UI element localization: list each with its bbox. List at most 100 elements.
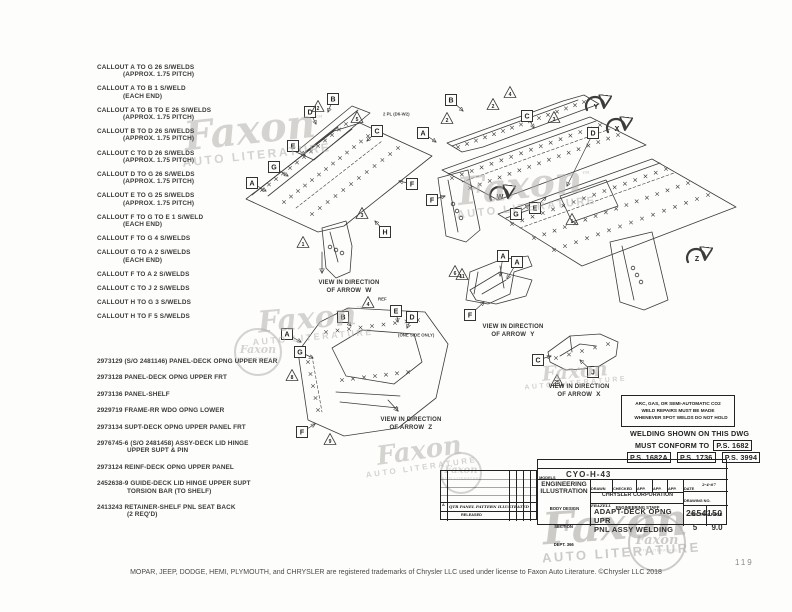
models-value: CYO-H-43 xyxy=(566,470,612,479)
weld-triangle-symbol xyxy=(311,100,325,112)
part-item: 2973128 PANEL-DECK OPNG UPPER FRT xyxy=(97,374,227,382)
weld-triangle-symbol xyxy=(503,86,517,98)
callout-box-d xyxy=(587,127,599,139)
watermark-badge-text: AUTO LITERATURE xyxy=(635,548,679,553)
co2-note-line: WELD REPAIRS MUST BE MADE xyxy=(641,408,715,413)
weld-callout-item: CALLOUT F TO A 2 S/WELDS xyxy=(97,270,190,278)
checked-cell: CHECKED xyxy=(613,479,637,492)
revision-table: A QTR PANEL PATTERN ILLUSTRATED RELEASED xyxy=(440,470,538,521)
callout-box-letter: A xyxy=(514,259,519,266)
weld-triangle-symbol xyxy=(455,268,469,280)
weld-triangle-number: 4 xyxy=(509,92,512,98)
watermark-badge-script: Faxon xyxy=(239,342,277,356)
drawn-value: FRAZELL xyxy=(591,503,612,508)
app-cell: APP. xyxy=(668,479,684,492)
callout-box-letter: A xyxy=(420,130,425,137)
callout-box-a xyxy=(281,328,293,340)
callout-box-d xyxy=(406,311,418,323)
callout-box-e xyxy=(529,202,541,214)
co2-note-line: WHENEVER SPOT WELDS DO NOT HOLD xyxy=(634,415,728,420)
company-name: CHRYSLER CORPORATION xyxy=(601,492,674,498)
top-note: 2 PL (D6-W2) xyxy=(383,112,410,118)
weld-triangle-number: 6 xyxy=(454,271,457,277)
org-line: SECTION xyxy=(554,525,574,530)
ps-spec-row: P.S. 1682A P.S. 1736 P.S. 3994 xyxy=(627,452,761,463)
released-text: RELEASED xyxy=(461,513,482,517)
callout-box-c xyxy=(371,125,383,137)
approval-column: DRAWN FRAZELL CHECKED APP. APP. APP. CHR… xyxy=(591,479,684,534)
trademark-footer: MOPAR, JEEP, DODGE, HEMI, PLYMOUTH, and … xyxy=(130,569,662,576)
view-label-line2: OF ARROW xyxy=(326,288,362,294)
weld-marks xyxy=(260,100,710,412)
ps-spec: P.S. 1682 xyxy=(713,440,752,451)
co2-note-line: ARC, GAS, OR SEMI-AUTOMATIC CO2 xyxy=(635,401,721,406)
watermark-tm: ™ xyxy=(581,170,592,182)
callout-box-letter: G xyxy=(513,211,519,218)
drawing-title-line2: PNL ASSY WELDING xyxy=(594,525,674,534)
next-assy-row: NEXT ADAPT-SECT 26 BODY COMPLETE ASSY WE… xyxy=(538,460,728,469)
watermark-script: Faxon xyxy=(455,156,585,214)
weld-callout-item: CALLOUT H TO F 5 S/WELDS xyxy=(97,313,190,321)
drawn-label: DRAWN xyxy=(591,487,606,491)
part-item: 2413243 RETAINER-SHELF PNL SEAT BACK(2 R… xyxy=(97,504,236,519)
welding-conform-line1: WELDING SHOWN ON THIS DWG xyxy=(630,429,750,438)
co2-weld-note-box: ARC, GAS, OR SEMI-AUTOMATIC CO2 WELD REP… xyxy=(621,395,735,427)
callout-box-c xyxy=(521,110,533,122)
page-label: PAGE xyxy=(711,513,723,518)
section-value: 5 xyxy=(692,523,698,532)
view-label-line2: OF ARROW xyxy=(491,332,527,338)
app-cell: APP. xyxy=(637,479,653,492)
part-item: 2452638-9 GUIDE-DECK LID HINGE UPPER SUP… xyxy=(97,480,251,495)
view-direction-arrow-letter: W xyxy=(497,194,504,201)
view-direction-arrow xyxy=(488,187,508,202)
callout-box-b xyxy=(445,94,457,106)
weld-triangle-symbol xyxy=(486,98,500,110)
view-direction-arrow-letter: Z xyxy=(695,256,700,263)
callout-box-letter: G xyxy=(297,349,303,356)
ps-spec: P.S. 1736 xyxy=(677,452,716,463)
callout-box-d xyxy=(304,106,316,118)
section-cell: SECTION 5 xyxy=(684,505,709,532)
callout-box-a xyxy=(511,256,523,268)
weld-callout-item: CALLOUT A TO B 1 S/WELD(EACH END) xyxy=(97,85,186,100)
callout-box-b xyxy=(327,93,339,105)
callout-box-g xyxy=(510,208,522,220)
app-cell: APP. xyxy=(653,479,668,492)
callout-box-f xyxy=(406,178,418,190)
watermark-subtitle: AUTO LITERATURE xyxy=(456,194,598,222)
view-y-detail-art xyxy=(465,255,533,305)
callout-box-letter: F xyxy=(430,197,435,204)
org-line: ENGINEERING xyxy=(541,481,587,488)
callout-box-letter: A xyxy=(284,331,289,338)
org-line: BODY DESIGN xyxy=(549,507,579,512)
callout-box-letter: C xyxy=(524,113,529,120)
callout-box-letter: B xyxy=(330,96,335,103)
weld-callout-item: CALLOUT A TO G 26 S/WELDS(APPROX. 1.75 P… xyxy=(97,64,195,79)
callout-box-letter: E xyxy=(394,308,399,315)
weld-callout-item: CALLOUT A TO B TO E 26 S/WELDS(APPROX. 1… xyxy=(97,106,212,122)
one-side-only-note: (ONE SIDE ONLY) xyxy=(398,333,435,339)
approval-header-row: DRAWN FRAZELL CHECKED APP. APP. APP. xyxy=(591,479,684,508)
view-label-line1: VIEW IN DIRECTION xyxy=(380,417,442,423)
callout-box-letter: F xyxy=(410,181,415,188)
number-column: DATE 2-4-67 DRAWING NO. 2654150 SECTION … xyxy=(684,479,728,532)
weld-callout-item: CALLOUT F TO G TO E 1 S/WELD(EACH END) xyxy=(97,213,204,229)
callout-box-h xyxy=(379,226,391,238)
weld-triangle-symbol xyxy=(361,296,375,308)
weld-triangle-symbol xyxy=(355,207,369,219)
models-row: MODELS CYO-H-43 xyxy=(538,468,728,480)
view-direction-arrow-letter: Y xyxy=(594,104,599,111)
weld-triangle-number: 1 xyxy=(302,242,305,248)
callout-box-letter: D xyxy=(590,130,595,137)
app-label: APP. xyxy=(637,487,646,491)
weld-triangle-symbol xyxy=(440,112,454,124)
weld-triangle-symbol xyxy=(547,111,561,123)
callout-box-letter: C xyxy=(374,128,379,135)
callout-box-letter: B xyxy=(448,97,453,104)
callout-box-b xyxy=(337,311,349,323)
part-item: 2973124 REINF-DECK OPNG UPPER PANEL xyxy=(97,463,234,471)
drawing-title-line1: ADAPT-DECK OPNG UPR xyxy=(594,507,672,525)
watermark-script: Faxon xyxy=(374,430,464,472)
